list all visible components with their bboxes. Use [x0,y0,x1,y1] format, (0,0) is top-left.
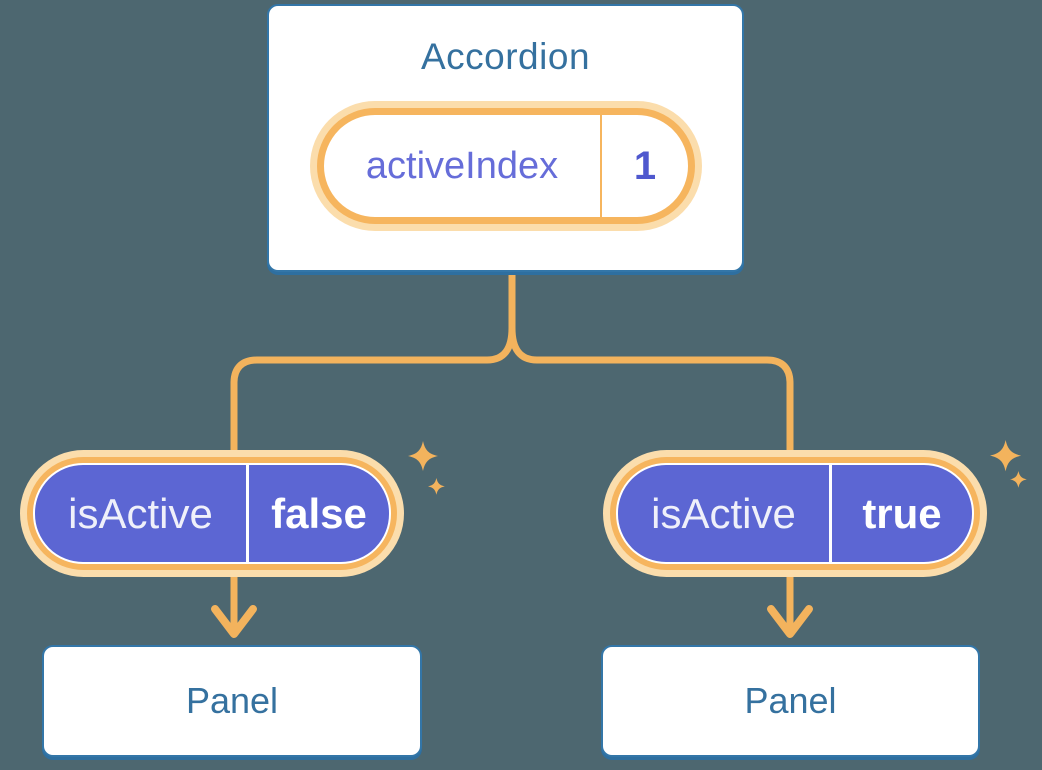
sparkle-icon [428,478,445,495]
prop-value: false [271,489,367,537]
prop-label: isActive [68,489,213,537]
panel-card-left: Panel [42,645,422,757]
prop-pill-right: isActive true [616,463,974,564]
panel-title: Panel [185,680,279,721]
arrow-down-icon [211,605,257,638]
state-pill-divider [600,115,602,217]
prop-pill-left: isActive false [33,463,391,564]
prop-pill-left-glow: isActive false [20,450,404,577]
tree-connector-right-branch [508,324,794,456]
prop-pill-left-ring: isActive false [27,457,397,570]
prop-value: true [862,489,942,537]
prop-label: isActive [651,489,796,537]
state-label: activeIndex [365,144,559,187]
prop-pill-right-ring: isActive true [610,457,980,570]
tree-connector-left-branch [230,324,516,456]
prop-pill-divider [246,465,249,562]
panel-title: Panel [744,680,837,721]
prop-pill-right-glow: isActive true [603,450,987,577]
state-value: 1 [633,143,657,188]
accordion-card: Accordion activeIndex 1 [267,4,744,272]
state-pill: activeIndex 1 [317,108,695,224]
arrow-down-icon [767,605,813,638]
state-pill-glow: activeIndex 1 [310,101,702,231]
sparkle-icon [408,441,438,471]
prop-pill-divider [829,465,832,562]
panel-card-right: Panel [601,645,980,757]
accordion-title: Accordion [420,36,591,77]
sparkle-icon [1010,471,1027,488]
sparkle-icon [990,440,1022,472]
